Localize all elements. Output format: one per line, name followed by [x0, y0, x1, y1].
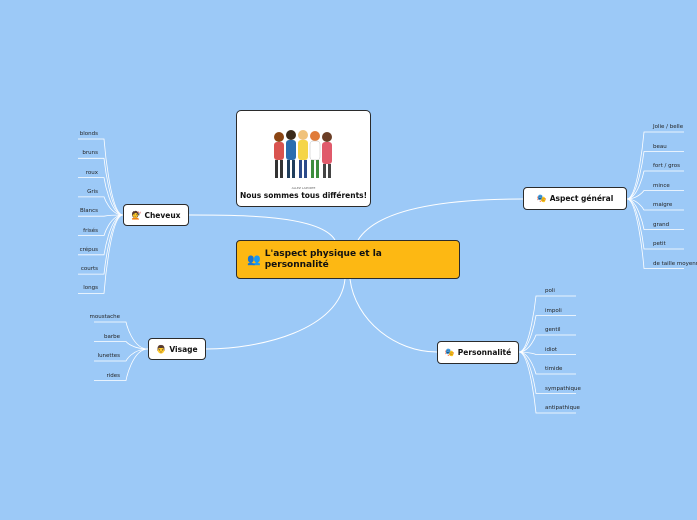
diverse-people-illustration [274, 130, 332, 178]
leaf-personnalite[interactable]: antipathique [545, 405, 580, 411]
illustration-caption: Nous sommes tous différents! [239, 191, 368, 200]
leaf-personnalite[interactable]: sympathique [545, 385, 581, 392]
branch-aspect-general[interactable]: 🎭 Aspect général [523, 187, 627, 210]
connector-visage [205, 278, 346, 350]
branch-cheveux[interactable]: 💇 Cheveux [123, 204, 189, 226]
central-topic[interactable]: 👥 L'aspect physique et la personnalité [236, 240, 460, 279]
leaf-connector-visage [94, 348, 149, 362]
leaf-aspect[interactable]: beau [653, 143, 667, 150]
leaf-personnalite[interactable]: impoli [545, 307, 562, 314]
leaf-connector-cheveux [78, 196, 124, 216]
leaf-cheveux[interactable]: Gris [87, 188, 98, 195]
central-title-line1: L'aspect physique et la [264, 248, 382, 259]
branch-cheveux-label: Cheveux [144, 210, 181, 220]
illustration-credit: ALLEZ LAPORTE [291, 186, 316, 190]
leaf-cheveux[interactable]: blonds [79, 131, 98, 137]
leaf-aspect[interactable]: maigre [653, 202, 673, 208]
leaf-aspect[interactable]: de taille moyenne [653, 260, 697, 267]
face-icon: 👨 [156, 344, 167, 354]
leaf-cheveux[interactable]: roux [85, 169, 98, 176]
leaf-personnalite[interactable]: idiot [545, 346, 558, 353]
leaf-connector-aspect [626, 151, 684, 200]
illustration-card: ALLEZ LAPORTE Nous sommes tous différent… [236, 110, 371, 207]
leaf-visage[interactable]: moustache [89, 314, 121, 320]
leaf-cheveux[interactable]: longs [83, 285, 98, 292]
leaf-connector-personnalite [518, 351, 576, 355]
leaf-connector-personnalite [518, 351, 576, 414]
leaf-connector-visage [94, 348, 149, 381]
leaf-cheveux[interactable]: bruns [82, 150, 98, 157]
leaf-aspect[interactable]: mince [653, 182, 670, 189]
branch-visage-label: Visage [169, 344, 198, 354]
leaf-connector-personnalite [518, 295, 576, 353]
leaf-connector-visage [94, 321, 149, 350]
leaf-connector-aspect [626, 131, 684, 200]
leaf-connector-personnalite [518, 315, 576, 353]
leaf-connector-cheveux [78, 177, 124, 216]
leaf-visage[interactable]: lunettes [97, 353, 120, 359]
leaf-aspect[interactable]: grand [653, 221, 670, 228]
central-title-line2: personnalité [264, 259, 329, 270]
branch-visage[interactable]: 👨 Visage [148, 338, 206, 360]
leaf-cheveux[interactable]: frisés [83, 227, 98, 234]
leaf-connector-cheveux [78, 157, 124, 216]
leaf-connector-aspect [626, 190, 684, 200]
connector-personnalite [349, 278, 438, 353]
leaf-cheveux[interactable]: crépus [79, 246, 98, 253]
leaf-connector-cheveux [78, 214, 124, 217]
leaf-cheveux[interactable]: courts [80, 266, 98, 273]
theater-masks-icon: 🎭 [536, 194, 547, 203]
leaf-connector-aspect [626, 170, 684, 200]
branch-personnalite-label: Personnalité [457, 348, 512, 357]
leaf-personnalite[interactable]: poli [545, 288, 555, 294]
leaf-cheveux[interactable]: Blancs [79, 208, 98, 215]
connector-cheveux [188, 214, 336, 241]
leaf-aspect[interactable]: Jolie / belle [653, 124, 684, 130]
leaf-visage[interactable]: barbe [104, 333, 120, 340]
haircut-face-icon: 💇 [131, 210, 142, 220]
branch-aspect-label: Aspect général [549, 194, 614, 203]
leaf-aspect[interactable]: fort / gros [653, 163, 680, 169]
theater-masks-icon: 🎭 [444, 348, 455, 357]
leaf-connector-cheveux [78, 138, 124, 216]
leaf-connector-cheveux [78, 214, 124, 294]
leaf-connector-personnalite [518, 334, 576, 353]
connector-aspect [357, 198, 524, 241]
leaf-connector-visage [94, 341, 149, 350]
leaf-personnalite[interactable]: gentil [545, 327, 561, 333]
branch-personnalite[interactable]: 🎭 Personnalité [437, 341, 519, 364]
leaf-connector-cheveux [78, 214, 124, 275]
leaf-personnalite[interactable]: timide [545, 366, 563, 372]
leaf-visage[interactable]: rides [106, 372, 120, 379]
leaf-connector-aspect [626, 198, 684, 269]
leaf-connector-aspect [626, 198, 684, 211]
two-persons-icon: 👥 [247, 253, 261, 266]
leaf-aspect[interactable]: petit [653, 241, 666, 247]
